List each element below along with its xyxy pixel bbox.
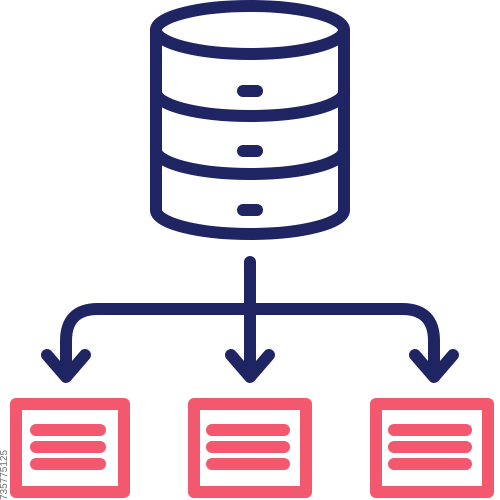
- branch-right: [244, 303, 440, 380]
- document-card-right: [370, 398, 494, 498]
- distribution-arrows: [41, 256, 459, 383]
- document-frame: [188, 398, 312, 498]
- arrow-head-right: [409, 349, 459, 383]
- document-card-left: [10, 398, 130, 498]
- stock-id-text: 735775125: [0, 449, 10, 500]
- branch-left: [60, 303, 256, 380]
- document-cards: [10, 398, 494, 498]
- arrow-head-left: [41, 349, 91, 383]
- database-disk-divider-2: [150, 144, 350, 180]
- database-outer-body: [150, 24, 350, 240]
- database-icon: [150, 0, 350, 240]
- document-card-center: [188, 398, 312, 498]
- document-frame: [10, 398, 130, 498]
- database-disk-divider-1: [150, 86, 350, 122]
- document-frame: [370, 398, 494, 498]
- arrow-head-center: [225, 349, 275, 383]
- database-top-ellipse: [150, 0, 350, 60]
